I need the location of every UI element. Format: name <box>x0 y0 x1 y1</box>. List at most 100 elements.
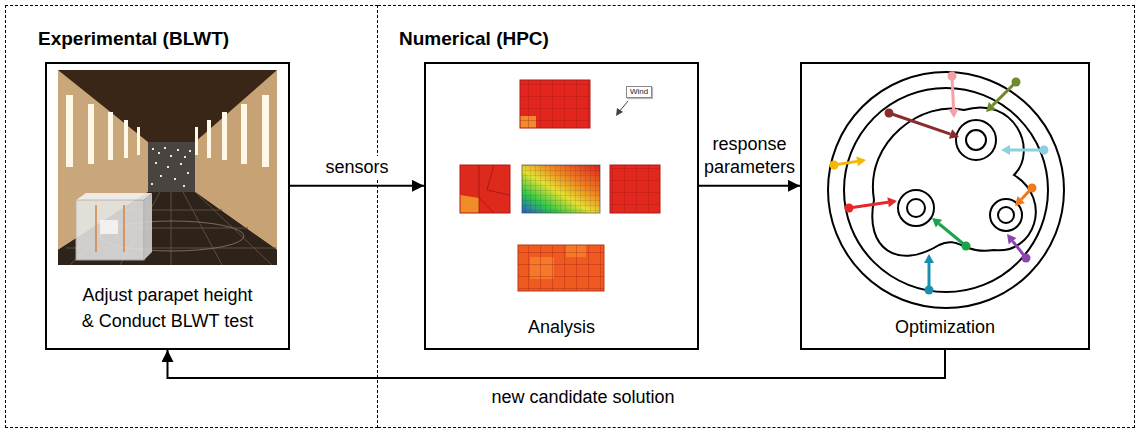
optimization-landscape-part <box>830 72 1049 295</box>
wind-tunnel-photo-part-part <box>66 95 73 167</box>
optimization-landscape-part-part <box>845 204 854 213</box>
optimization-landscape-part-part <box>1028 184 1037 193</box>
wind-tunnel-photo-part-part <box>189 150 191 152</box>
pressure-contour-maps-part <box>522 165 600 213</box>
pressure-contour-maps-part <box>520 80 590 128</box>
wind-tunnel-photo-part <box>151 147 191 187</box>
wind-tunnel-photo-part <box>76 193 152 200</box>
edge-label: response parameters <box>701 133 798 180</box>
optimization-landscape-part <box>844 88 1048 292</box>
pressure-contour-maps-part <box>522 165 600 213</box>
optimization-landscape-part <box>828 72 1064 308</box>
wind-tunnel-photo-part-part <box>152 148 154 150</box>
optimization-landscape-part-part <box>1015 196 1025 206</box>
process-box: Optimization <box>800 62 1090 350</box>
flow-arrow <box>699 185 800 187</box>
wind-tunnel-photo-part-part <box>187 172 189 174</box>
optimization-landscape-part-part <box>925 286 934 295</box>
optimization-landscape-part-part <box>932 218 942 228</box>
wind-tunnel-photo-part-part <box>151 183 153 185</box>
optimization-landscape-part <box>966 130 986 150</box>
wind-tunnel-photo-part-part <box>177 149 179 151</box>
pressure-contour-maps <box>460 80 660 291</box>
pressure-contour-maps-part <box>518 245 604 291</box>
optimization-landscape-part-part <box>952 76 954 109</box>
wind-tunnel-photo-part-part <box>222 112 227 160</box>
edge-label: sensors <box>323 156 390 179</box>
flow-arrow <box>168 350 946 378</box>
optimization-landscape-part-part <box>1001 145 1010 155</box>
optimization-landscape-part-part <box>856 156 866 166</box>
wind-tunnel-photo-part-part <box>170 155 172 157</box>
pressure-contour-maps-part <box>479 198 494 213</box>
wind-tunnel-photo-part-part <box>124 120 128 158</box>
optimization-landscape-part <box>998 207 1014 223</box>
pressure-contour-maps-part <box>460 165 510 213</box>
wind-tunnel-photo-part-part <box>183 185 185 187</box>
optimization-landscape-part-part <box>948 72 957 81</box>
optimization-landscape <box>828 72 1064 309</box>
edge-label: new candidate solution <box>489 386 676 409</box>
optimization-landscape-part-part <box>1022 254 1031 263</box>
wind-tunnel-photo-part-part <box>88 104 94 164</box>
wind-tunnel-photo-part-part <box>262 95 269 167</box>
wind-tunnel-photo-part <box>76 200 144 260</box>
wind-tunnel-photo-part <box>123 205 125 252</box>
wind-tunnel-photo-part-part <box>108 112 113 160</box>
optimization-landscape-part-part <box>889 113 950 134</box>
wind-tunnel-photo-part-part <box>164 147 166 149</box>
wind-tunnel-photo-part-part <box>241 104 247 164</box>
section-region: Numerical (HPC) AnalysisOptimization <box>378 5 1135 428</box>
pressure-contour-maps-part <box>479 165 480 213</box>
wind-tag: Wind <box>626 86 652 98</box>
optimization-landscape-part-part <box>849 202 888 208</box>
box-caption: Adjust parapet height & Conduct BLWT tes… <box>78 282 258 334</box>
optimization-landscape-part-part <box>1012 78 1021 87</box>
wind-tunnel-photo-part <box>66 95 269 167</box>
wind-tunnel-photo-part-part <box>167 166 169 168</box>
optimization-landscape-part <box>872 107 1036 255</box>
pressure-contour-maps-part <box>487 165 510 195</box>
pressure-contour-maps-part <box>610 165 660 213</box>
wind-tunnel-photo-part-part <box>184 156 186 158</box>
optimization-landscape-part-part <box>924 254 934 263</box>
process-box: Adjust parapet height & Conduct BLWT tes… <box>45 62 290 350</box>
wind-tunnel-photo-part-part <box>195 127 198 155</box>
wind-tunnel-photo-part-part <box>158 152 160 154</box>
section-heading: Numerical (HPC) <box>399 28 549 51</box>
optimization-landscape-part-part <box>939 224 966 246</box>
optimization-landscape-part-part <box>992 82 1016 106</box>
wind-tunnel-photo-part <box>58 70 277 265</box>
wind-tunnel-photo-part <box>95 205 97 252</box>
optimization-landscape-part-part <box>885 109 894 118</box>
pressure-contour-maps-part <box>460 165 510 213</box>
optimization-landscape-part-part <box>887 197 897 207</box>
wind-tunnel-photo-part <box>58 192 277 265</box>
optimization-landscape-part <box>907 199 925 217</box>
pressure-contour-maps-part <box>616 108 623 116</box>
section-heading: Experimental (BLWT) <box>38 28 229 51</box>
optimization-landscape-part-part <box>949 129 959 138</box>
optimization-landscape-part-part <box>986 102 996 112</box>
wind-tunnel-photo-part-part <box>137 127 140 155</box>
pressure-contour-maps-part <box>520 80 590 128</box>
optimization-landscape-part-part <box>949 109 959 118</box>
wind-tunnel-photo-part-part <box>160 175 162 177</box>
process-box: Analysis <box>424 62 699 350</box>
pressure-contour-maps-part <box>610 165 660 213</box>
wind-tunnel-photo-part <box>148 142 195 192</box>
wind-tunnel-photo-part <box>144 193 152 260</box>
optimization-landscape-part <box>956 120 996 160</box>
optimization-landscape-part-part <box>962 242 971 251</box>
wind-tunnel-photo-part-part <box>207 120 211 158</box>
optimization-landscape-part-part <box>1010 149 1044 152</box>
wind-tunnel-photo-part-part <box>155 162 157 164</box>
section-region: Experimental (BLWT) Adjust parapet height… <box>5 5 378 428</box>
pressure-contour-maps-part <box>460 195 479 213</box>
wind-tunnel-photo-part-part <box>70 192 148 265</box>
box-caption: Optimization <box>895 314 995 340</box>
